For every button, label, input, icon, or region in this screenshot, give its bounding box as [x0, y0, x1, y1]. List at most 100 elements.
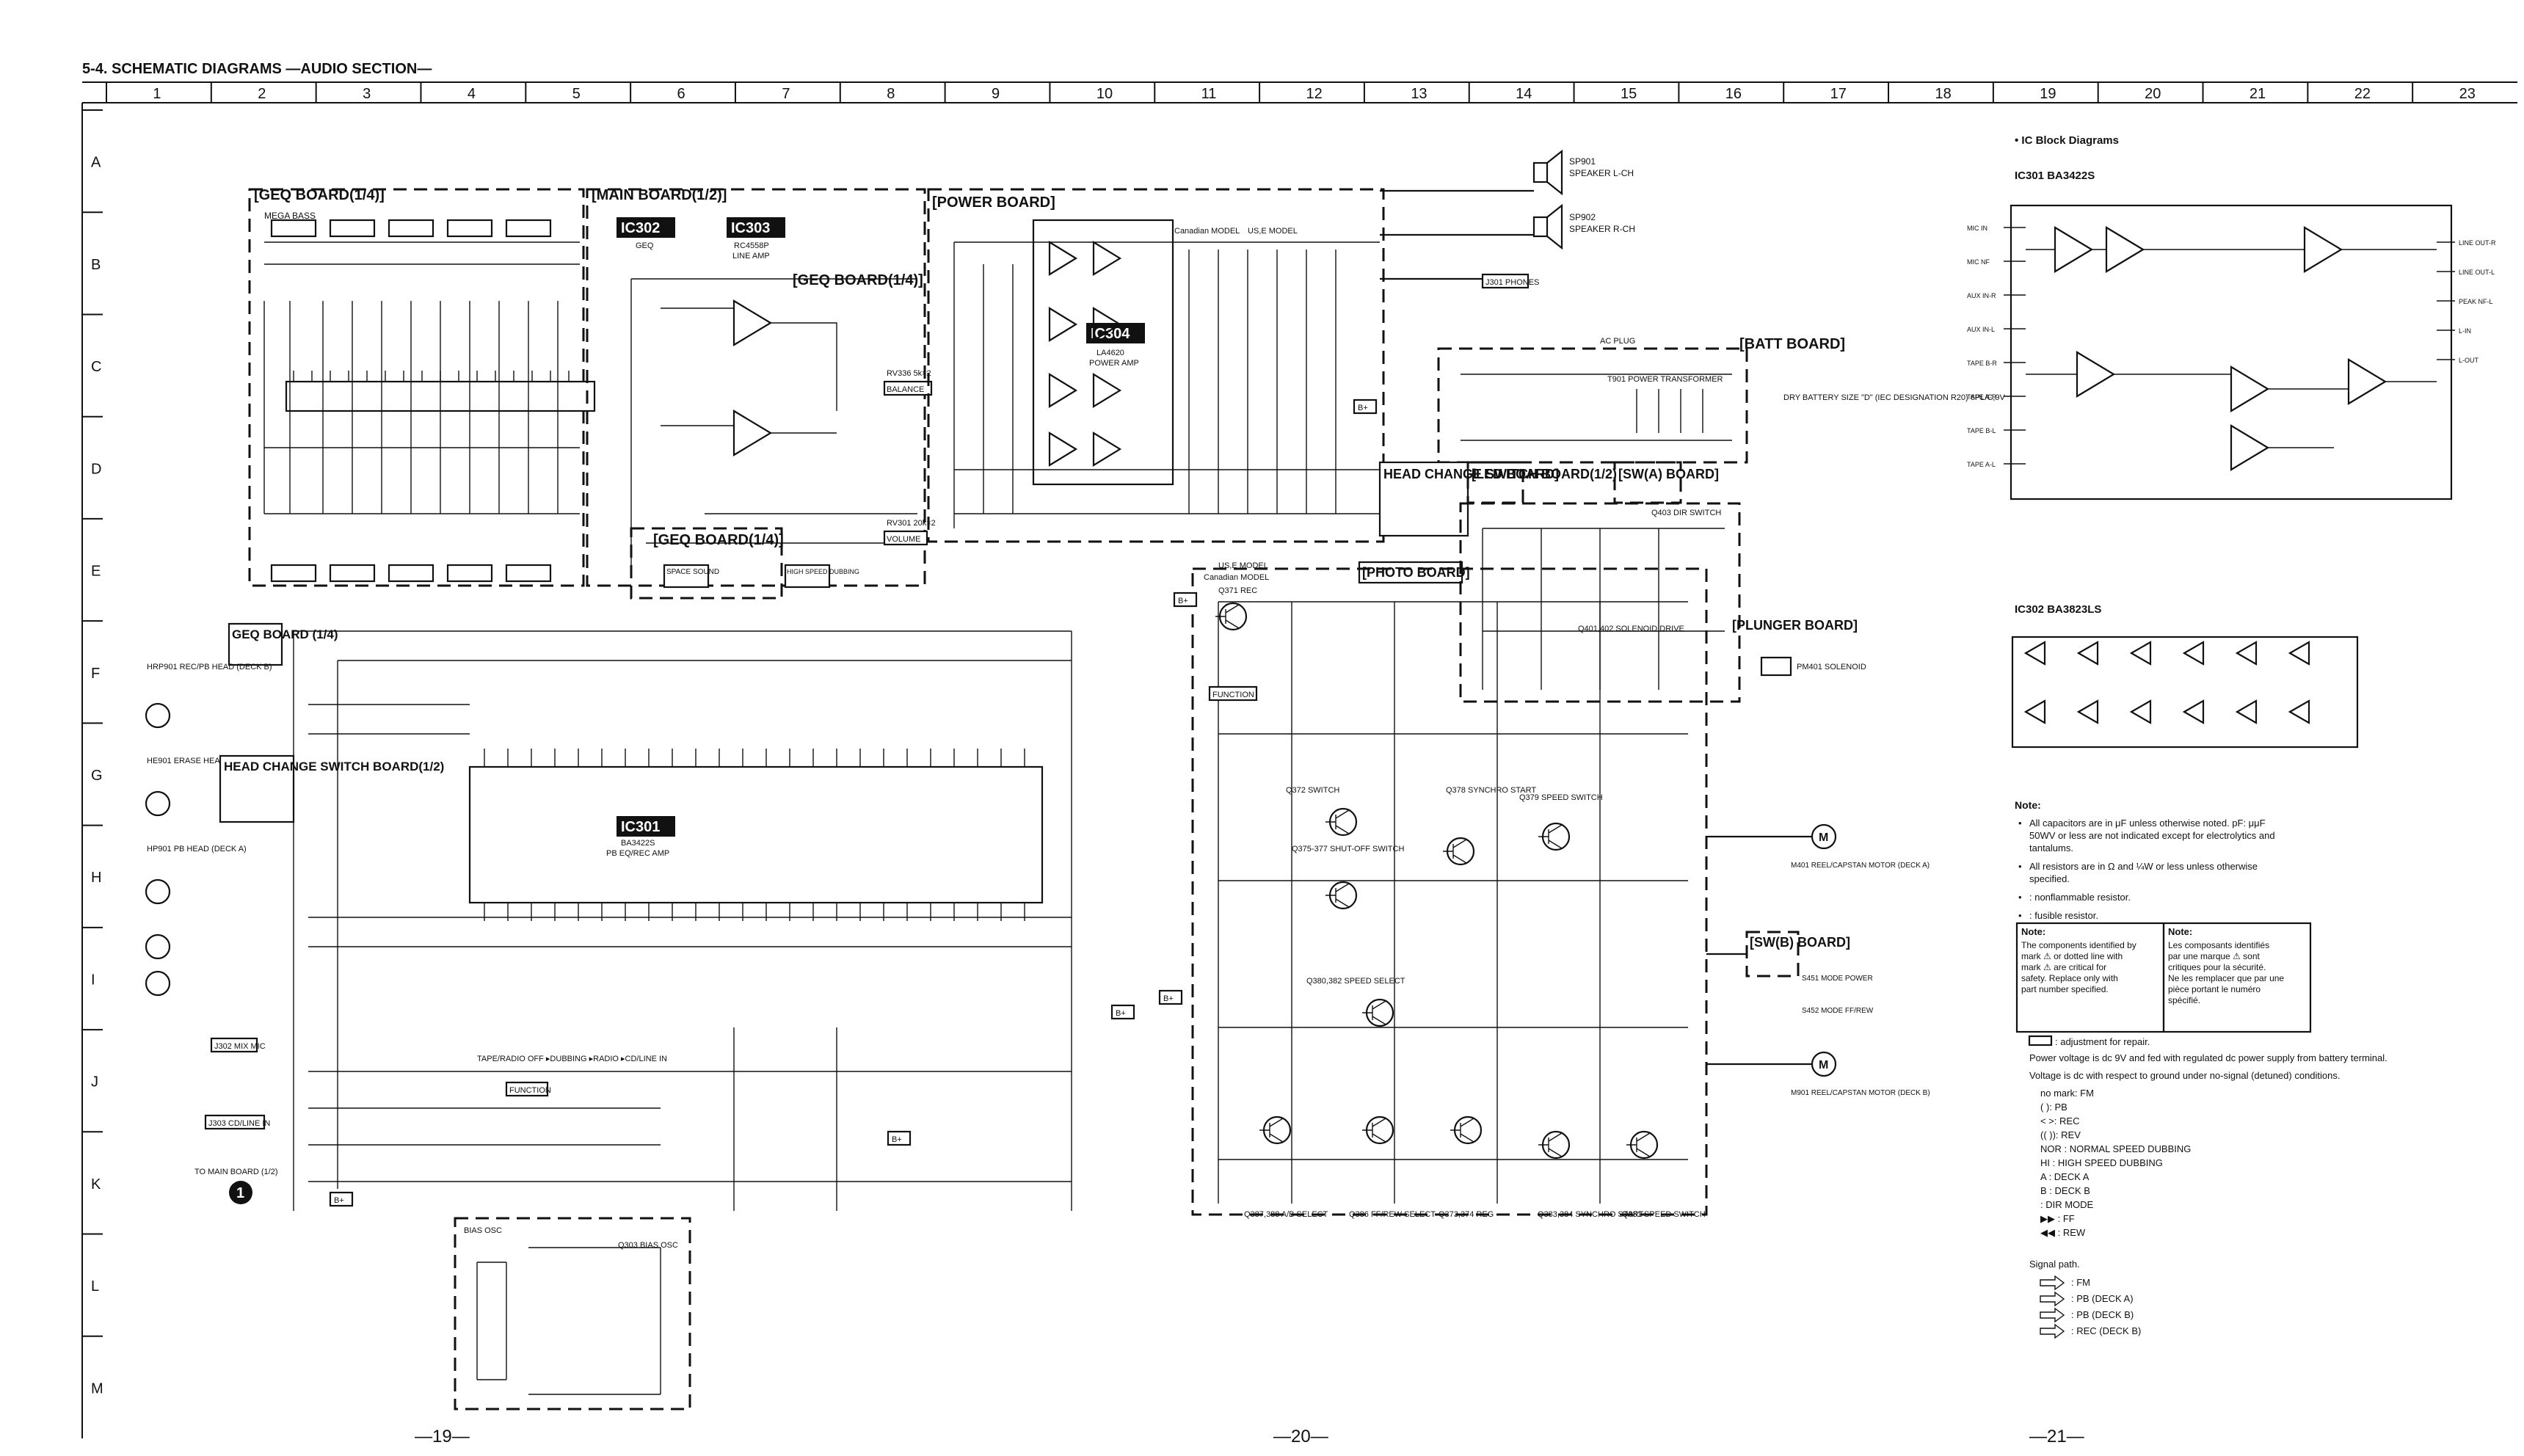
transistor-symbol: [1538, 824, 1563, 849]
page-number-21: —21—: [2029, 1427, 2084, 1446]
batt-board: [BATT BOARD] AC PLUG T901 POWER TRANSFOR…: [1437, 336, 2005, 464]
ic-block-pin-label: MIC IN: [1967, 225, 1987, 232]
head-change-board-top: HEAD CHANGE SWITCH BOARD(1/2): [1378, 461, 1617, 537]
ic-block-pin-label: L-OUT: [2459, 357, 2479, 364]
q303-label: Q303 BIAS OSC: [618, 1241, 678, 1250]
ic302-amp: [2076, 641, 2099, 666]
svg-text:HP901 PB HEAD (DECK A): HP901 PB HEAD (DECK A): [147, 845, 247, 853]
transistor-label: Q379 SPEED SWITCH: [1519, 793, 1603, 802]
power-amp-stage: [1048, 432, 1078, 467]
svg-text:US,E MODEL: US,E MODEL: [1218, 561, 1268, 570]
svg-text:J303 CD/LINE IN: J303 CD/LINE IN: [208, 1119, 270, 1128]
ic301-sub: PB EQ/REC AMP: [606, 849, 669, 858]
column-label: 18: [1935, 86, 1951, 102]
ic-block-pin-label: LINE OUT-R: [2459, 239, 2496, 247]
transistor-label: Q378 SYNCHRO START: [1446, 786, 1536, 795]
column-label: 19: [2040, 86, 2056, 102]
row-label: D: [91, 461, 101, 477]
signal-item: : PB (DECK B): [2071, 1309, 2134, 1320]
column-label: 14: [1516, 86, 1532, 102]
legend-item: B : DECK B: [2040, 1185, 2090, 1196]
geq-side-label: GEQ BOARD (1/4): [228, 622, 338, 666]
column-label: 7: [782, 86, 790, 102]
transistor-label: Q401,402 SOLENOID DRIVE: [1578, 625, 1684, 633]
note-bullet: •: [2018, 818, 2022, 829]
sw-a-board: [SW(A) BOARD]: [1613, 461, 1719, 504]
svg-text:: adjustment for repair.: : adjustment for repair.: [2055, 1036, 2150, 1047]
row-label: K: [91, 1176, 101, 1193]
svg-text:B+: B+: [1163, 994, 1174, 1003]
svg-text:TO MAIN BOARD (1/2): TO MAIN BOARD (1/2): [194, 1168, 277, 1176]
ic-block-diagrams: • IC Block Diagrams IC301 BA3422S MIC IN…: [1967, 134, 2496, 749]
signal-arrow-icon: [2040, 1323, 2065, 1339]
geq-slider-top: [505, 219, 552, 238]
legend-item: A : DECK A: [2040, 1171, 2090, 1182]
geq-slider-bottom: [388, 564, 434, 583]
svg-text:M: M: [1819, 831, 1828, 844]
ic-block-pin-label: TAPE A-L: [1967, 461, 1996, 468]
svg-text:J302 MIX MIC: J302 MIX MIC: [214, 1042, 266, 1051]
note-item: : nonflammable resistor.: [2029, 892, 2131, 903]
svg-text:Power voltage is dc 9V and fed: Power voltage is dc 9V and fed with regu…: [2029, 1052, 2387, 1063]
column-label: 13: [1411, 86, 1427, 102]
ic302-amp: [2288, 641, 2310, 666]
column-label: 3: [363, 86, 371, 102]
svg-text:HEAD CHANGE SWITCH BOARD(1/2): HEAD CHANGE SWITCH BOARD(1/2): [224, 760, 444, 774]
geq-slider-bottom: [446, 564, 493, 583]
geq-slider-top: [446, 219, 493, 238]
column-label: 23: [2459, 86, 2476, 102]
ic301-label: IC301: [621, 819, 660, 835]
ic-block-pin-label: MIC NF: [1967, 258, 1990, 266]
svg-text:M901 REEL/CAPSTAN MOTOR (DECK: M901 REEL/CAPSTAN MOTOR (DECK B): [1791, 1089, 1930, 1097]
legend-item: no mark: FM: [2040, 1088, 2094, 1099]
power-amp-stage: [1092, 432, 1122, 467]
row-label: B: [91, 257, 101, 273]
ic302-amp: [2182, 641, 2205, 666]
transistor-label: Q371 REC: [1218, 586, 1257, 595]
ic-block-pin-label: TAPE B-R: [1967, 360, 1997, 367]
column-label: 17: [1830, 86, 1847, 102]
geq-slider-bottom: [505, 564, 552, 583]
ic-block-pin-label: L-IN: [2459, 327, 2471, 335]
power-board: [POWER BOARD] IC304 LA4620 POWER AMP Can…: [927, 188, 1385, 543]
b-plus-markers: B+ B+ B+ B+ B+ B+: [329, 398, 1378, 1207]
sw-b-board: [SW(B) BOARD] S451 MODE POWER S452 MODE …: [1745, 931, 1874, 1015]
legend-item: ◀◀ : REW: [2040, 1227, 2086, 1238]
svg-text:SP902: SP902: [1569, 212, 1596, 222]
row-label: E: [91, 564, 101, 580]
dir-switch-wires: [1482, 528, 1725, 690]
note-bullet: •: [2018, 861, 2022, 872]
transistor-label: Q403 DIR SWITCH: [1651, 509, 1721, 517]
row-label: G: [91, 768, 103, 784]
svg-text:[LED BOARD]: [LED BOARD]: [1472, 467, 1559, 481]
svg-text:[PLUNGER BOARD]: [PLUNGER BOARD]: [1732, 618, 1858, 633]
column-label: 15: [1621, 86, 1637, 102]
power-amp-stage: [1048, 373, 1078, 408]
op-amp-top: [732, 299, 773, 346]
transistor-symbol: [1325, 883, 1350, 908]
us-e-model-note-1: US,E MODEL: [1248, 227, 1298, 236]
page-number-19: —19—: [415, 1427, 470, 1446]
column-label: 2: [258, 86, 266, 102]
svg-text:Note:: Note:: [2021, 926, 2045, 937]
column-label: 6: [677, 86, 685, 102]
tape-radio-switch: TAPE/RADIO OFF ▸DUBBING ▸RADIO ▸CD/LINE …: [477, 1055, 667, 1097]
power-board-title: [POWER BOARD]: [932, 194, 1055, 211]
legend-item: NOR : NORMAL SPEED DUBBING: [2040, 1143, 2191, 1154]
power-amp-stage: [1048, 241, 1078, 276]
transistor-symbol: [1362, 1118, 1386, 1143]
balance-label: BALANCE: [887, 385, 924, 394]
bias-osc: BIAS OSC: [454, 1217, 691, 1410]
note-item: All resistors are in Ω and ¼W or less un…: [2029, 861, 2258, 884]
transistor-symbol: [1450, 1118, 1474, 1143]
transistor-symbol: [1538, 1132, 1563, 1157]
dry-battery-label: DRY BATTERY SIZE "D" (IEC DESIGNATION R2…: [1783, 393, 2005, 402]
svg-text:1: 1: [236, 1185, 244, 1201]
ic301-wires: [293, 630, 1072, 1211]
rv301-label: RV301 20k×2: [887, 519, 936, 528]
geq-slider-bottom: [270, 564, 317, 583]
note-bullet: •: [2018, 892, 2022, 903]
motor-m2: M M901 REEL/CAPSTAN MOTOR (DECK B): [1791, 1051, 1930, 1097]
